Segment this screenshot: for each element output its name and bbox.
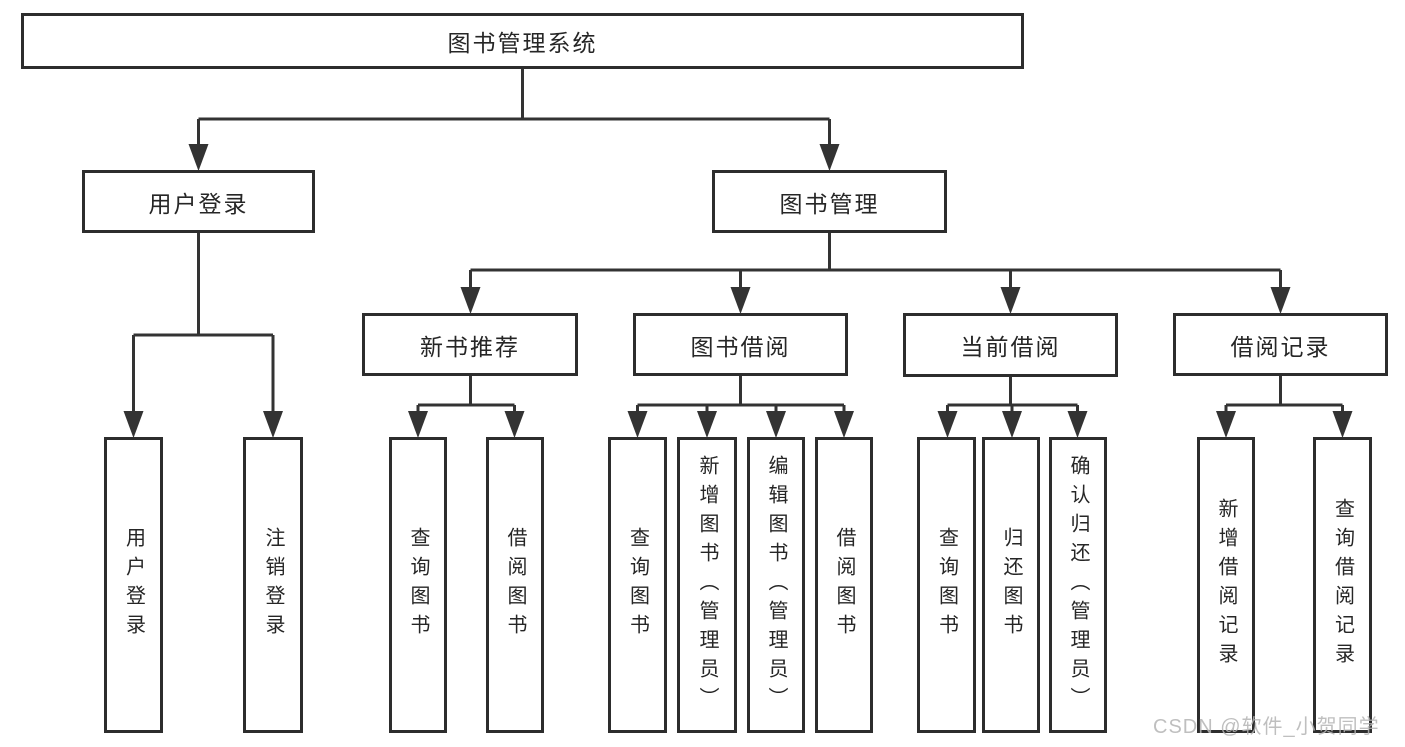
arrow-down-icon xyxy=(1000,287,1021,314)
leaf-label: 新增借阅记录 xyxy=(1215,498,1237,672)
connector-line xyxy=(197,69,831,146)
leaf-query-borrow-record: 查询借阅记录 xyxy=(1313,437,1372,733)
node-label: 图书管理 xyxy=(779,190,880,217)
arrow-down-icon xyxy=(697,411,717,438)
node-library-management-system: 图书管理系统 xyxy=(21,13,1024,69)
leaf-label: 借阅图书 xyxy=(504,527,526,643)
leaf-borrow-books-recommend: 借阅图书 xyxy=(486,437,544,733)
arrow-down-icon xyxy=(834,411,854,438)
leaf-label: 查询图书 xyxy=(935,527,958,643)
connector-current-borrowing-children xyxy=(937,375,1088,438)
node-label: 当前借阅 xyxy=(960,334,1061,360)
connector-user-login-children xyxy=(123,232,283,438)
arrow-down-icon xyxy=(1270,287,1291,314)
node-label: 用户登录 xyxy=(148,190,249,217)
leaf-label: 查询图书 xyxy=(407,527,429,643)
leaf-label: 注销登录 xyxy=(262,527,284,643)
arrow-down-icon xyxy=(188,144,209,171)
connector-line xyxy=(636,375,846,413)
arrow-down-icon xyxy=(1216,411,1236,438)
csdn-watermark: CSDN @软件_小贺同学 xyxy=(1153,716,1380,738)
arrow-down-icon xyxy=(730,287,751,314)
arrow-down-icon xyxy=(819,144,840,171)
node-label: 新书推荐 xyxy=(420,333,520,360)
arrow-down-icon xyxy=(1002,411,1022,438)
leaf-label: 借阅图书 xyxy=(833,527,855,643)
node-borrowing-records: 借阅记录 xyxy=(1173,313,1388,376)
leaf-query-books-borrowing: 查询图书 xyxy=(608,437,667,733)
leaf-add-borrow-record: 新增借阅记录 xyxy=(1197,437,1255,733)
node-current-borrowing: 当前借阅 xyxy=(903,313,1118,377)
arrow-down-icon xyxy=(1332,411,1353,438)
arrow-down-icon xyxy=(123,411,144,438)
leaf-add-books-admin: 新增图书（管理员） xyxy=(677,437,737,733)
connector-book-borrowing-children xyxy=(627,375,854,438)
connector-new-book-recommendation-children xyxy=(408,375,525,438)
arrow-down-icon xyxy=(460,287,481,314)
leaf-user-login: 用户登录 xyxy=(104,437,163,733)
node-label: 借阅记录 xyxy=(1230,333,1331,360)
leaf-confirm-return-admin: 确认归还（管理员） xyxy=(1049,437,1107,733)
arrow-down-icon xyxy=(1067,411,1088,438)
connector-borrowing-records-children xyxy=(1216,375,1353,438)
connector-book-management-children xyxy=(460,232,1291,314)
connector-line xyxy=(416,375,516,413)
connector-line xyxy=(469,232,1282,289)
node-book-management: 图书管理 xyxy=(712,170,947,233)
leaf-label: 用户登录 xyxy=(122,527,145,643)
leaf-label: 编辑图书（管理员） xyxy=(765,454,787,716)
leaf-return-books: 归还图书 xyxy=(982,437,1040,733)
leaf-query-books-recommend: 查询图书 xyxy=(389,437,447,733)
leaf-label: 新增图书（管理员） xyxy=(696,454,718,716)
arrow-down-icon xyxy=(263,411,283,438)
connector-line xyxy=(1224,375,1344,413)
connector-root-to-level2 xyxy=(188,69,840,171)
node-new-book-recommendation: 新书推荐 xyxy=(362,313,578,376)
arrow-down-icon xyxy=(937,411,958,438)
leaf-edit-books-admin: 编辑图书（管理员） xyxy=(747,437,805,733)
arrow-down-icon xyxy=(766,411,786,438)
connector-line xyxy=(132,232,275,413)
arrow-down-icon xyxy=(408,411,428,438)
connector-line xyxy=(946,375,1079,413)
leaf-label: 查询借阅记录 xyxy=(1331,498,1354,672)
leaf-label: 查询图书 xyxy=(626,527,649,643)
node-book-borrowing: 图书借阅 xyxy=(633,313,848,376)
node-user-login: 用户登录 xyxy=(82,170,315,233)
leaf-logout: 注销登录 xyxy=(243,437,303,733)
arrow-down-icon xyxy=(504,411,525,438)
node-label: 图书借阅 xyxy=(690,333,791,360)
leaf-label: 归还图书 xyxy=(1000,527,1022,643)
leaf-label: 确认归还（管理员） xyxy=(1067,454,1089,716)
node-label: 图书管理系统 xyxy=(447,30,598,56)
arrow-down-icon xyxy=(627,411,648,438)
leaf-borrow-books: 借阅图书 xyxy=(815,437,873,733)
leaf-query-books-current: 查询图书 xyxy=(917,437,976,733)
